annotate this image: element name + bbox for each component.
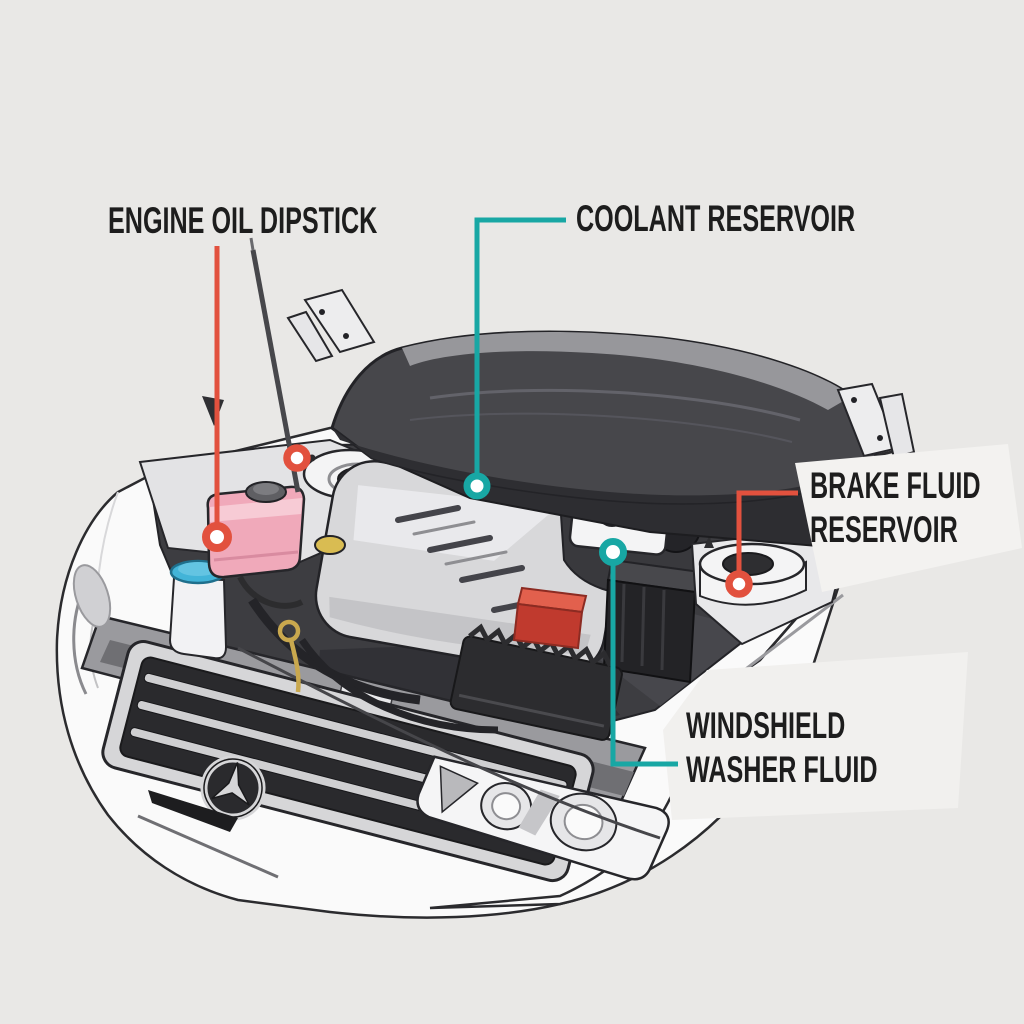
air-filter-box [449, 623, 623, 741]
brake-label-panel [795, 444, 1022, 592]
label-coolant-reservoir: COOLANT RESERVOIR [576, 198, 856, 239]
right-strut-tower [690, 528, 844, 646]
washer-marker-ring [599, 538, 627, 566]
label-windshield-washer-fluid: WINDSHIELD WASHER FLUID [686, 704, 877, 792]
relay-box [512, 586, 588, 650]
callouts [202, 217, 798, 767]
hood-hinge-left [286, 288, 376, 363]
washer-label-panel [663, 652, 968, 820]
washer-callout-line [610, 564, 678, 767]
washer-bottle [168, 559, 228, 660]
oil-dipstick-handle [277, 619, 301, 693]
brake-marker-ring [725, 570, 753, 598]
battery [602, 558, 702, 684]
label-washer-line2: WASHER FLUID [686, 749, 878, 790]
label-brake-fluid-reservoir: BRAKE FLUID RESERVOIR [810, 464, 981, 552]
label-brake-line2: RESERVOIR [810, 509, 958, 550]
coolant-tank [206, 481, 306, 609]
coolant-callout-line [474, 217, 566, 473]
dipstick-marker-ring [283, 444, 311, 472]
label-washer-line1: WINDSHIELD [686, 705, 846, 746]
oil-filler-cap [314, 535, 346, 555]
hood-hinge-right [836, 382, 916, 460]
side-marker [72, 564, 112, 628]
brake-callout-line [736, 490, 798, 571]
hose [299, 638, 499, 734]
coolant-marker-ring [463, 472, 491, 500]
engine-oil-marker-ring [202, 522, 232, 552]
headlight [416, 755, 670, 881]
bumper-crease [237, 646, 661, 840]
label-brake-line1: BRAKE FLUID [810, 465, 981, 506]
label-engine-oil-dipstick: ENGINE OIL DIPSTICK [108, 200, 378, 241]
air-dam [148, 790, 238, 832]
